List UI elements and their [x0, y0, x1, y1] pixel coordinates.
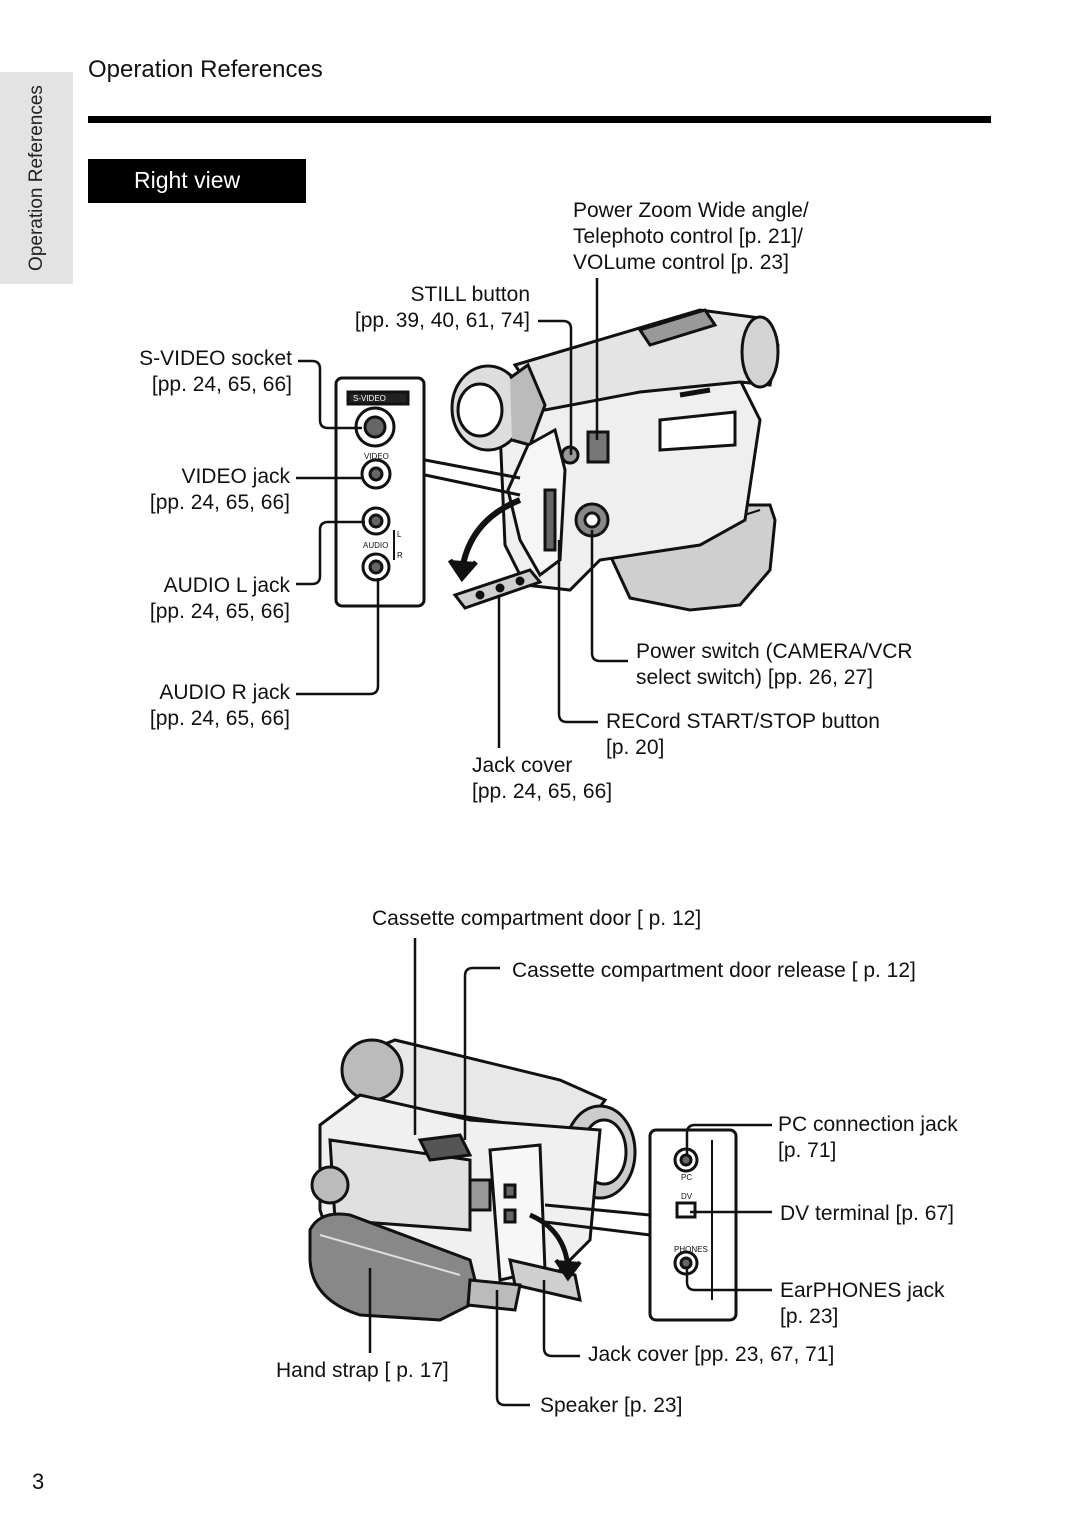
- speaker-label: Speaker [p. 23]: [540, 1394, 683, 1417]
- panel-pc-text: PC: [681, 1173, 692, 1182]
- top-leader-lines: [296, 278, 628, 748]
- header-rule: [88, 116, 991, 123]
- still-button-label: STILL button[pp. 39, 40, 61, 74]: [354, 283, 530, 332]
- earphones-jack-label: EarPHONES jack[p. 23]: [780, 1279, 945, 1328]
- cassette-door-label: Cassette compartment door [ p. 12]: [372, 907, 702, 930]
- camcorder-right-view-illustration: [424, 308, 780, 612]
- pc-jack-label: PC connection jack[p. 71]: [778, 1113, 958, 1162]
- page-title: Operation References: [88, 56, 323, 83]
- hand-strap-label: Hand strap [ p. 17]: [276, 1359, 449, 1382]
- dv-terminal-label: DV terminal [p. 67]: [780, 1202, 954, 1225]
- record-button-label: RECord START/STOP button[p. 20]: [606, 710, 880, 759]
- audio-l-jack-label: AUDIO L jack[pp. 24, 65, 66]: [149, 574, 290, 623]
- panel-l-text: L: [397, 530, 402, 539]
- panel-r-text: R: [397, 551, 403, 560]
- jack-cover-bottom-label: Jack cover [pp. 23, 67, 71]: [588, 1343, 835, 1366]
- power-zoom-label: Power Zoom Wide angle/Telephoto control …: [573, 199, 809, 274]
- panel-audio-text: AUDIO: [363, 541, 388, 550]
- section-heading-label: Right view: [134, 167, 241, 193]
- panel-svideo-text: S-VIDEO: [353, 394, 386, 403]
- panel-video-text: VIDEO: [364, 452, 389, 461]
- panel-dv-text: DV: [681, 1192, 693, 1201]
- panel-phones-text: PHONES: [674, 1245, 708, 1254]
- sidebar-tab: Operation References: [0, 72, 73, 284]
- video-jack-label: VIDEO jack[pp. 24, 65, 66]: [149, 465, 290, 514]
- jack-cover-top-label: Jack cover[pp. 24, 65, 66]: [472, 754, 613, 803]
- dv-jack-panel: [648, 1128, 738, 1322]
- audio-r-jack-label: AUDIO R jack[pp. 24, 65, 66]: [149, 681, 290, 730]
- page-number: 3: [32, 1469, 45, 1494]
- camcorder-left-view-illustration: [308, 1038, 651, 1322]
- av-jack-panel: [334, 376, 426, 608]
- bottom-leader-lines: [368, 938, 772, 1407]
- cassette-release-label: Cassette compartment door release [ p. 1…: [512, 959, 916, 982]
- svideo-socket-label: S-VIDEO socket[pp. 24, 65, 66]: [139, 347, 292, 396]
- section-heading: Right view: [88, 159, 306, 203]
